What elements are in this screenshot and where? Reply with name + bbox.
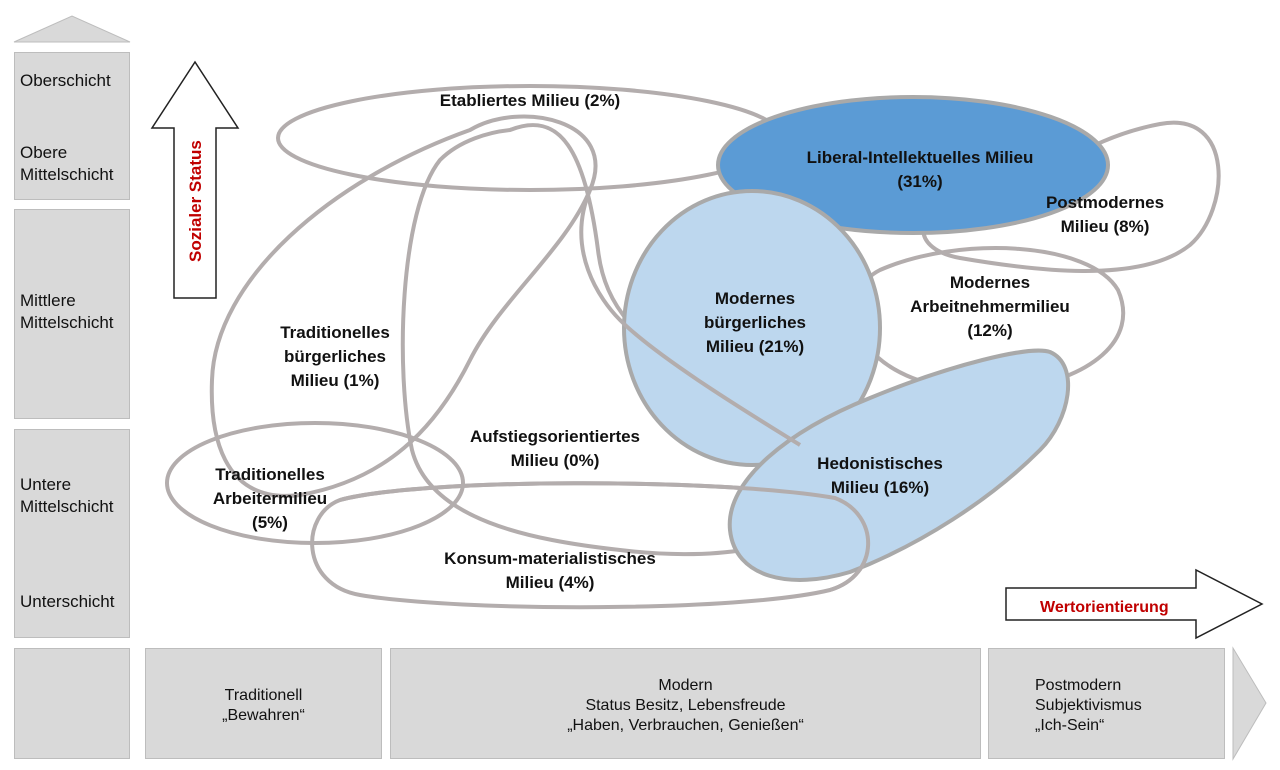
milieu-label-traditionelles-arbeiter-line1: Traditionelles <box>215 465 325 484</box>
milieu-label-traditionelles-buergerliches-line3: Milieu (1%) <box>290 371 380 390</box>
milieu-label-liberal-line1: Liberal-Intellektuelles Milieu <box>806 148 1034 167</box>
milieu-shape-hedonistisches <box>727 348 1071 582</box>
milieu-label-etabliertes: Etabliertes Milieu (2%) <box>439 91 621 110</box>
milieu-label-modernes-buergerliches-line2: bürgerliches <box>703 313 807 332</box>
milieu-label-liberal-line2: (31%) <box>897 172 943 191</box>
orientation-modern-line3: „Haben, Verbrauchen, Genießen“ <box>567 717 804 734</box>
milieu-label-hedonistisches-line2: Milieu (16%) <box>830 478 930 497</box>
stratum-oberschicht: Oberschicht <box>20 71 111 90</box>
milieu-shape-traditionelles-buergerliches <box>209 114 598 498</box>
orientation-modern-line1: Modern <box>658 677 713 694</box>
orientation-modern-panel <box>390 648 981 759</box>
milieu-label-traditionelles-buergerliches-line1: Traditionelles <box>280 323 390 342</box>
stratum-unterschicht: Unterschicht <box>20 592 115 611</box>
milieu-label-modernes-buergerliches-line1: Modernes <box>714 289 796 308</box>
stratum-untere-mittelschicht-line2: Mittelschicht <box>20 497 114 516</box>
stratum-untere-mittelschicht-line1: Untere <box>20 475 72 494</box>
value-orientation-label: Wertorientierung <box>1040 599 1169 616</box>
strata-middle-panel <box>14 209 130 419</box>
stratum-mittlere-mittelschicht-line2: Mittelschicht <box>20 313 114 332</box>
orientation-empty-panel <box>14 648 130 759</box>
milieu-label-modernes-arbeitnehmer-line3: (12%) <box>967 321 1013 340</box>
milieu-label-traditionelles-arbeiter-line3: (5%) <box>252 513 288 532</box>
milieu-shape-modernes-buergerliches <box>622 189 882 467</box>
stratum-obere-mittelschicht-line2: Mittelschicht <box>20 165 114 184</box>
orientation-modern-line2: Status Besitz, Lebensfreude <box>585 697 786 714</box>
milieu-shape-traditionelles-arbeiter <box>165 421 465 545</box>
milieu-label-postmodernes-line1: Postmodernes <box>1045 193 1165 212</box>
social-status-label: Sozialer Status <box>186 140 205 262</box>
social-status-arrow <box>150 60 240 299</box>
milieu-label-konsum-line2: Milieu (4%) <box>505 573 595 592</box>
orientation-traditionell-line1: Traditionell <box>224 687 303 704</box>
milieu-label-hedonistisches-line1: Hedonistisches <box>817 454 943 473</box>
orientation-traditionell-line2: „Bewahren“ <box>222 707 305 724</box>
orientation-postmodern-line1: Postmodern <box>1035 677 1122 694</box>
orientation-postmodern-panel <box>988 648 1225 759</box>
milieu-shape-liberal <box>716 95 1110 235</box>
orientation-postmodern-line2: Subjektivismus <box>1035 697 1142 714</box>
milieu-label-aufstieg-line1: Aufstiegsorientiertes <box>469 427 641 446</box>
stratum-obere-mittelschicht-line1: Obere <box>20 143 68 162</box>
milieu-label-modernes-arbeitnehmer-line1: Modernes <box>949 273 1031 292</box>
milieu-label-modernes-buergerliches-line3: Milieu (21%) <box>705 337 805 356</box>
strata-upper-panel <box>14 52 130 200</box>
value-orientation-arrow <box>1005 568 1264 640</box>
milieu-label-modernes-arbeitnehmer-line2: Arbeitnehmermilieu <box>910 297 1070 316</box>
milieu-label-traditionelles-buergerliches-line2: bürgerliches <box>283 347 387 366</box>
stratum-mittlere-mittelschicht-line1: Mittlere <box>20 291 76 310</box>
milieu-label-traditionelles-arbeiter-line2: Arbeitermilieu <box>212 489 328 508</box>
strata-lower-panel <box>14 429 130 638</box>
orientation-postmodern-line3: „Ich-Sein“ <box>1035 717 1105 734</box>
orientation-traditionell-panel <box>145 648 382 759</box>
milieu-label-konsum-line1: Konsum-materialistisches <box>444 549 656 568</box>
milieu-label-postmodernes-line2: Milieu (8%) <box>1060 217 1150 236</box>
milieu-label-aufstieg-line2: Milieu (0%) <box>510 451 600 470</box>
